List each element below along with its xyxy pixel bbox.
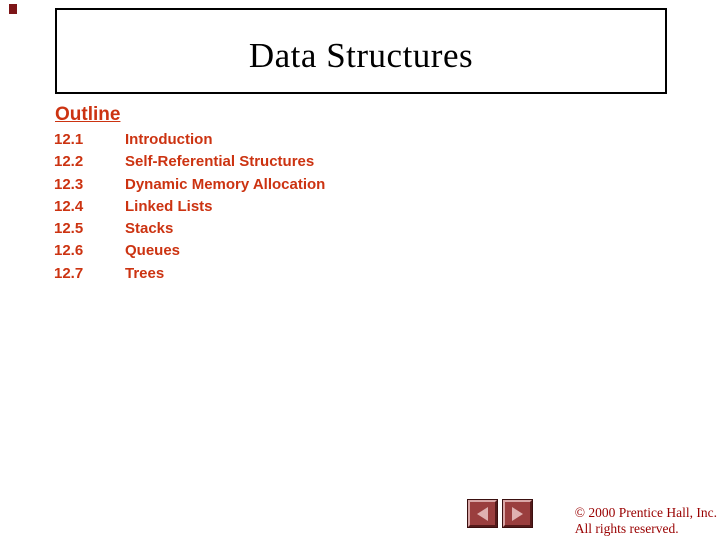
outline-row: 12.6 Queues [54, 242, 325, 264]
nav-back-button[interactable] [468, 500, 497, 527]
outline-item-number: 12.5 [54, 220, 84, 238]
outline-item-number: 12.7 [54, 264, 84, 282]
outline-item-label: Stacks [125, 220, 174, 238]
outline-heading: Outline [55, 104, 121, 125]
forward-arrow-icon [512, 506, 523, 521]
outline-row: 12.5 Stacks [54, 220, 325, 242]
outline-item-number: 12.2 [54, 153, 84, 171]
outline-list: 12.1 Introduction 12.2 Self-Referential … [54, 131, 325, 287]
nav-forward-button[interactable] [503, 500, 532, 527]
outline-item-label: Linked Lists [125, 197, 213, 215]
slide-title: Data Structures [248, 36, 474, 75]
outline-row: 12.2 Self-Referential Structures [54, 153, 325, 175]
outline-row: 12.7 Trees [54, 265, 325, 287]
outline-item-label: Trees [125, 264, 165, 282]
outline-item-number: 12.1 [54, 131, 84, 148]
outline-item-number: 12.6 [54, 242, 84, 260]
outline-item-label: Self-Referential Structures [125, 153, 315, 171]
back-arrow-icon [477, 506, 488, 521]
outline-row: 12.1 Introduction [54, 131, 325, 153]
copyright-notice: © 2000 Prentice Hall, Inc. All rights re… [575, 505, 717, 537]
outline-item-label: Introduction [125, 131, 213, 148]
slide-title-box: Data Structures [55, 8, 667, 94]
copyright-line2: All rights reserved. [574, 521, 679, 536]
slide-logo-mark [9, 4, 17, 14]
copyright-line1: © 2000 Prentice Hall, Inc. [574, 505, 717, 520]
outline-item-number: 12.4 [54, 197, 84, 215]
slide-navigation [468, 500, 532, 527]
outline-row: 12.4 Linked Lists [54, 198, 325, 220]
outline-item-label: Dynamic Memory Allocation [125, 175, 326, 193]
outline-item-number: 12.3 [54, 175, 84, 193]
outline-item-label: Queues [125, 242, 181, 260]
outline-row: 12.3 Dynamic Memory Allocation [54, 176, 325, 198]
